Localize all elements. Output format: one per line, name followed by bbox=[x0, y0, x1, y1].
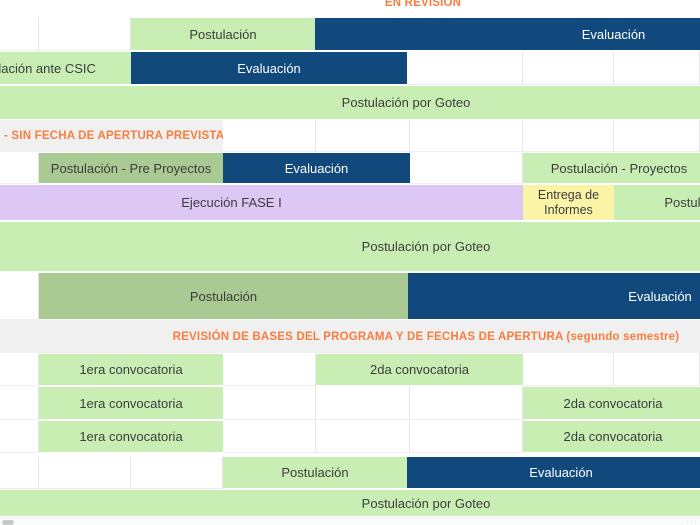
grid-cell bbox=[0, 353, 39, 386]
schedule-row: Postulación por Goteo bbox=[0, 221, 700, 272]
phase-bar: Postulación por Goteo bbox=[0, 490, 700, 516]
phase-bar: 2da convocatoria bbox=[316, 354, 523, 385]
phase-bar: 2da convocatoria bbox=[523, 421, 700, 452]
grid-cell bbox=[39, 456, 131, 489]
grid-cell bbox=[0, 456, 39, 489]
grid-cell bbox=[0, 152, 39, 184]
grid-cell bbox=[131, 456, 223, 489]
grid-cell bbox=[614, 353, 700, 386]
phase-bar: Evaluación bbox=[131, 52, 407, 84]
phase-bar: Postulación - Pre Proyectos bbox=[39, 153, 223, 183]
horizontal-scrollbar[interactable]: ··· bbox=[0, 516, 700, 525]
phase-bar: 1era convocatoria bbox=[39, 387, 223, 419]
grid-cell bbox=[410, 420, 523, 453]
phase-bar: 1era convocatoria bbox=[39, 354, 223, 385]
phase-bar: Evaluación bbox=[408, 273, 700, 319]
scrollbar-thumb[interactable] bbox=[2, 520, 14, 525]
phase-bar: Evaluación bbox=[223, 153, 410, 183]
grid-cell bbox=[0, 386, 39, 420]
grid-cell bbox=[410, 120, 523, 152]
phase-bar: Ejecución FASE I bbox=[0, 185, 523, 220]
section-header: EN REVISIÓN bbox=[0, 0, 700, 14]
grid-cell bbox=[523, 353, 614, 386]
phase-bar: Evaluación bbox=[407, 457, 700, 488]
grid-cell bbox=[223, 120, 316, 152]
resize-grip-icon: ··· bbox=[686, 516, 698, 525]
grid-cell bbox=[614, 120, 700, 152]
grid-cell bbox=[223, 386, 316, 420]
grid-cell bbox=[410, 152, 523, 184]
phase-bar: 1era convocatoria bbox=[39, 421, 223, 452]
phase-bar: Postulación por Goteo bbox=[0, 86, 700, 119]
grid-cell bbox=[223, 353, 316, 386]
grid-cell bbox=[39, 17, 131, 51]
grid-cell bbox=[316, 420, 410, 453]
phase-bar: Postulación ante CSIC bbox=[0, 52, 131, 84]
phase-bar: Postulación bbox=[223, 457, 407, 488]
schedule-row: 1era convocatoria 2da convocatoria bbox=[0, 386, 700, 420]
grid-cell bbox=[316, 120, 410, 152]
schedule-row: 1era convocatoria 2da convocatoria bbox=[0, 420, 700, 453]
schedule-row: Postulación por Goteo bbox=[0, 85, 700, 120]
grid-cell bbox=[407, 51, 523, 85]
grid-cell bbox=[223, 420, 316, 453]
phase-bar: Postulación bbox=[614, 185, 700, 220]
phase-bar: Postulación - Proyectos bbox=[523, 153, 700, 183]
grid-cell bbox=[316, 386, 410, 420]
grid-cell bbox=[0, 272, 39, 320]
phase-bar: Postulación bbox=[131, 18, 315, 50]
phase-bar: Evaluación bbox=[315, 18, 700, 50]
phase-bar: Postulación por Goteo bbox=[0, 222, 700, 271]
schedule-row: EN REVISIÓN bbox=[0, 0, 700, 17]
phase-bar: Postulación bbox=[39, 273, 408, 319]
schedule-row: 1era convocatoria 2da convocatoria bbox=[0, 353, 700, 386]
section-header: REVISIÓN DE BASES DEL PROGRAMA Y DE FECH… bbox=[0, 320, 700, 353]
grid-cell bbox=[523, 120, 614, 152]
grid-cell bbox=[410, 386, 523, 420]
phase-bar: 2da convocatoria bbox=[523, 387, 700, 419]
schedule-row: REVISIÓN DE BASES DEL PROGRAMA Y DE FECH… bbox=[0, 320, 700, 353]
grid-cell bbox=[523, 51, 614, 85]
schedule-row: - SIN FECHA DE APERTURA PREVISTA bbox=[0, 120, 700, 152]
section-header: - SIN FECHA DE APERTURA PREVISTA bbox=[0, 120, 223, 152]
grid-cell bbox=[0, 420, 39, 453]
grid-cell bbox=[614, 51, 700, 85]
phase-bar: Entrega de Informes bbox=[523, 185, 614, 220]
schedule-row: Postulación por Goteo bbox=[0, 489, 700, 517]
grid-cell bbox=[0, 17, 39, 51]
